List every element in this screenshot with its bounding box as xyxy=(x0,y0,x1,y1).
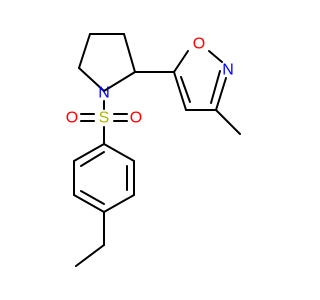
bond xyxy=(103,194,135,213)
bond xyxy=(80,190,105,205)
bonds xyxy=(73,33,241,267)
bond xyxy=(73,194,105,213)
atom-o-right: O xyxy=(130,110,142,127)
bond xyxy=(75,244,105,267)
atom-s: S xyxy=(99,110,110,127)
atom-n-ring: N xyxy=(222,62,234,79)
bond xyxy=(103,143,135,162)
bond xyxy=(103,71,136,92)
bond xyxy=(73,143,105,162)
atom-labels: O N N S O O xyxy=(66,36,234,127)
bond xyxy=(78,67,105,92)
atom-n-pyrrolidine: N xyxy=(98,85,110,102)
bond xyxy=(123,33,136,73)
bond xyxy=(173,71,187,111)
bond xyxy=(78,33,91,69)
atom-o-ring: O xyxy=(193,36,205,53)
bond xyxy=(173,50,189,73)
atom-o-left: O xyxy=(66,110,78,127)
molecule-structure: O N N S O O xyxy=(66,33,241,267)
bond xyxy=(215,77,227,111)
bond xyxy=(210,70,221,104)
bond xyxy=(208,50,223,63)
bond xyxy=(180,76,191,103)
bond xyxy=(215,109,241,135)
bond xyxy=(80,151,105,167)
